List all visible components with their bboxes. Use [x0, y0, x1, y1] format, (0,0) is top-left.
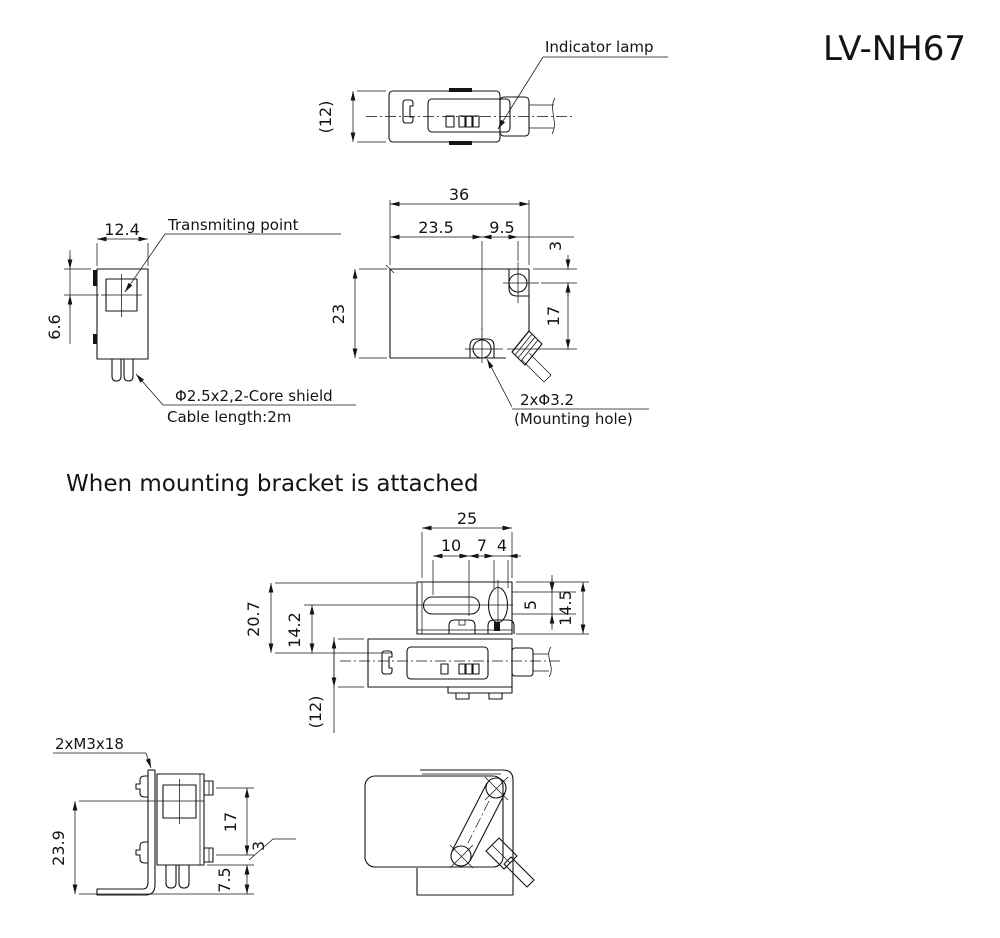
dim-top-height: 23	[329, 304, 348, 324]
dim-overall-height: 20.7	[244, 601, 263, 637]
hole-size-label: 2xΦ3.2	[520, 391, 574, 409]
bracket-top-view: 25 10 7 4 20.7 14.2 (12) 5 14.5	[244, 509, 589, 733]
dim-hole-width: 4	[497, 536, 507, 555]
dim-foot: 7.5	[215, 867, 234, 892]
dim-hole-edge: 3	[546, 241, 565, 251]
clamp-finger	[487, 619, 515, 634]
dim-hole-x1: 23.5	[418, 218, 454, 237]
dim-body-width: (12)	[306, 696, 325, 729]
slot-hole	[485, 777, 507, 799]
leader-line	[248, 838, 296, 861]
leader-line	[497, 56, 544, 130]
lock-tab	[449, 88, 472, 92]
dim-hole-x2: 9.5	[489, 218, 514, 237]
indicator-lamp-label: Indicator lamp	[545, 38, 654, 56]
cable-spec-label: Φ2.5x2,2-Core shield	[175, 387, 333, 405]
fiber-slot	[402, 99, 414, 124]
bracket-side-view	[364, 769, 535, 896]
display-window	[427, 98, 511, 133]
dim-slot-length: 10	[441, 536, 461, 555]
dim-top-width: 36	[449, 185, 469, 204]
cable	[123, 359, 134, 382]
cable	[165, 865, 177, 889]
bracket-plate	[416, 769, 514, 896]
screw-spec-label: 2xM3x18	[55, 735, 124, 753]
indicator-lamp-icon	[445, 115, 455, 128]
cable-length-label: Cable length:2m	[167, 408, 291, 426]
dim-screw-pitch: 17	[221, 812, 240, 832]
dim-side-height: (12)	[316, 101, 335, 134]
dim-beam-offset: 6.6	[45, 314, 64, 339]
cable	[503, 856, 535, 888]
screw-head	[135, 775, 148, 798]
dim-front-width: 12.4	[104, 220, 140, 239]
dim-plate-height: 14.5	[556, 590, 575, 626]
screw-head	[135, 841, 148, 864]
bracket-foot	[96, 881, 156, 896]
centerline	[467, 800, 490, 844]
dim-overall: 23.9	[49, 830, 68, 866]
screw-tip	[203, 847, 214, 863]
side-view: (12) Indicator lamp	[316, 38, 668, 145]
bracket-slot	[423, 596, 480, 615]
model-title: LV-NH67	[823, 29, 966, 69]
fiber-slot	[381, 650, 393, 675]
cable	[111, 359, 122, 382]
hole-name-label: (Mounting hole)	[514, 410, 633, 428]
leader-line	[135, 373, 164, 406]
clip-mark	[494, 622, 500, 631]
transmitting-point-label: Transmiting point	[167, 216, 299, 234]
clamp-finger	[448, 619, 476, 634]
dim-mid: 7	[477, 536, 487, 555]
dim-hole-pitch: 17	[544, 306, 563, 326]
cable-break	[548, 646, 552, 678]
slot-hole	[450, 845, 472, 867]
section-heading: When mounting bracket is attached	[66, 471, 479, 497]
cable-break	[551, 97, 556, 135]
front-view: 12.4 6.6 Transmiting point Φ2.5x2,2-Core…	[45, 216, 356, 426]
cable-boot	[511, 330, 543, 366]
leader-line	[486, 358, 513, 408]
dim-edge: 3	[249, 841, 268, 851]
dim-hole-length: 5	[521, 600, 540, 610]
bracket-plate	[416, 581, 513, 635]
leader-line	[145, 752, 152, 769]
sensor-body	[364, 775, 504, 868]
cable-boot	[485, 837, 518, 870]
leader-line	[124, 233, 166, 293]
top-view: 36 23.5 9.5 23 3 17 2xΦ3.2 (Mounting hol…	[329, 185, 649, 428]
dim-slot-center: 14.2	[285, 612, 304, 648]
side-tab	[93, 270, 97, 286]
cable	[178, 865, 190, 889]
screw-tip	[203, 780, 214, 796]
bracket-front-view: 2xM3x18 23.9 17 3 7.5	[49, 735, 296, 896]
lock-tab	[449, 141, 472, 145]
side-tab	[93, 334, 97, 344]
dim-plate-width: 25	[457, 509, 477, 528]
display-window	[406, 646, 489, 680]
cable-gland	[511, 647, 534, 677]
